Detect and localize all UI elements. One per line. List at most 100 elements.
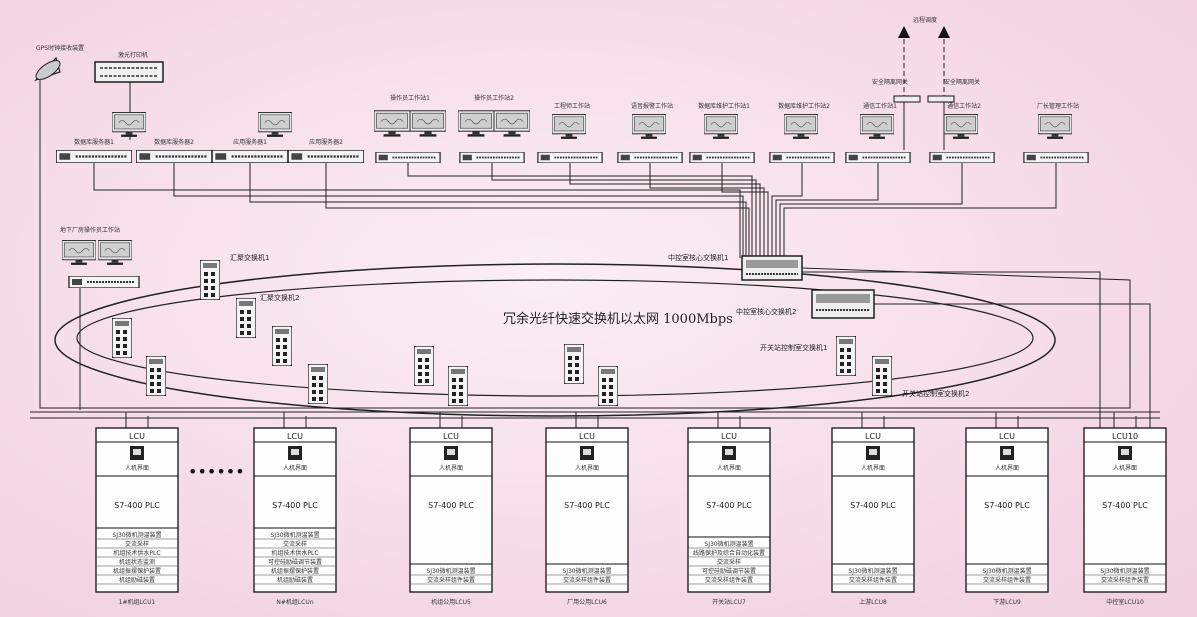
lcu-module-label: SJ30微机测温装置: [982, 567, 1031, 575]
lcu-module-label: 机组励磁装置: [277, 576, 313, 584]
workstation-label: 厂长管理工作站: [1037, 102, 1079, 110]
server-label: 数据库服务器1: [74, 138, 114, 146]
hmi-icon: [130, 446, 144, 460]
fiber-ring-outer: [54, 263, 1056, 417]
lcu-module-label: 机组状态监测: [119, 558, 155, 566]
access-switch-icon: [414, 346, 434, 386]
lcu-plc-label: S7-400 PLC: [1102, 501, 1148, 510]
workstation-label: 操作员工作站1: [390, 94, 430, 102]
lcu-module-label: 机组振摆保护装置: [113, 567, 161, 575]
lcu-hmi-label: 人机界面: [861, 464, 885, 472]
lcu-caption: 机组公用LCU5: [431, 598, 471, 606]
access-switch-icon: [272, 326, 292, 366]
lcu-caption: 上游LCU8: [859, 598, 887, 606]
lcu-plc-label: S7-400 PLC: [114, 501, 160, 510]
lcu-module-label: 机组技术供水PLC: [113, 549, 160, 557]
lcu-module-label: 交流采样组件装置: [983, 576, 1031, 584]
workstation-label: 语音报警工作站: [631, 102, 673, 110]
workstation-label: 工程师工作站: [554, 102, 590, 110]
workstation-label: 数据库维护工作站2: [778, 102, 830, 110]
lcu-title: LCU: [287, 432, 303, 441]
hmi-icon: [580, 446, 594, 460]
remote-workstation-label: 地下厂房操作员工作站: [60, 226, 120, 234]
fiber-ring-inner: [76, 279, 1034, 397]
lcu-module-label: SJ30微机测温装置: [562, 567, 611, 575]
workstation-label: 通信工作站1: [863, 102, 897, 110]
gps-receiver: GPS时钟接收装置: [34, 44, 84, 82]
lcu-module-label: 交流采样组件装置: [563, 576, 611, 584]
lcu-module-label: SJ30微机测温装置: [112, 531, 161, 539]
lcu-module-label: 可控硅励磁调节装置: [702, 567, 756, 575]
server-label: 应用服务器1: [233, 138, 267, 146]
server-1: 数据库服务器1: [56, 138, 132, 163]
lcu-module-label: 交流采样组件装置: [427, 576, 475, 584]
lcu-module-label: 机组励磁装置: [119, 576, 155, 584]
lcu-module-label: SJ30微机测温装置: [848, 567, 897, 575]
hmi-icon: [288, 446, 302, 460]
workstation-8: 通信工作站2: [928, 102, 996, 163]
workstation-3: 工程师工作站: [536, 102, 604, 163]
access-switch-icon: [872, 356, 892, 396]
gps-label: GPS时钟接收装置: [36, 44, 84, 52]
lcu-caption: 下游LCU9: [993, 598, 1021, 606]
lcu-plc-label: S7-400 PLC: [850, 501, 896, 510]
lcu-plc-label: S7-400 PLC: [564, 501, 610, 510]
access-switch-icon: [448, 366, 468, 406]
lcu-plc-label: S7-400 PLC: [706, 501, 752, 510]
substation-switch-1-label: 开关站控制室交换机1: [760, 343, 827, 352]
access-switch-icon: [598, 366, 618, 406]
ring-title: 冗余光纤快速交换机以太网 1000Mbps: [503, 311, 733, 327]
lcu-plc-label: S7-400 PLC: [428, 501, 474, 510]
workstation-label: 数据库维护工作站1: [698, 102, 750, 110]
lcu-module-label: SJ30微机测温装置: [1100, 567, 1149, 575]
access-switch-icon: [836, 336, 856, 376]
workstation-9: 厂长管理工作站: [1022, 102, 1090, 163]
workstation-5: 数据库维护工作站1: [688, 102, 756, 163]
workstation-label: 操作员工作站2: [474, 94, 514, 102]
server-label: 应用服务器2: [309, 138, 343, 146]
access-switch-icon: [236, 298, 256, 338]
lcu-module-label: 可控硅励磁调节装置: [268, 558, 322, 566]
lcu-hmi-label: 人机界面: [575, 464, 599, 472]
workstation-6: 数据库维护工作站2: [768, 102, 836, 163]
lcu-hmi-label: 人机界面: [717, 464, 741, 472]
lcu-title: LCU: [999, 432, 1015, 441]
wires-layer: [30, 80, 1160, 428]
workstation-1: 操作员工作站1: [374, 94, 446, 163]
remote-label: 远程调度: [913, 16, 937, 24]
agg-switch-2-label: 汇聚交换机2: [260, 293, 299, 302]
lcu-module-label: 交流采样: [283, 540, 307, 548]
lcu-plc-label: S7-400 PLC: [984, 501, 1030, 510]
laser-printer: 激光打印机: [94, 51, 164, 83]
core-switch-1-label: 中控室核心交换机1: [668, 253, 728, 262]
workstation-row: 操作员工作站1 操作员工作站2 工程师工作站 语音报警工作站 数据库维护工作站1 数据库维…: [374, 94, 1090, 163]
lcu-module-label: 交流采样组件装置: [1101, 576, 1149, 584]
server-3: 应用服务器1: [212, 111, 292, 163]
lcu-caption: 厂用公用LCU6: [567, 599, 607, 606]
server-2: 数据库服务器2: [112, 111, 212, 163]
lcu-hmi-label: 人机界面: [283, 464, 307, 472]
gateway-2-label: 安全隔离网关: [944, 78, 980, 86]
access-switch-icon: [146, 356, 166, 396]
access-switch-icon: [308, 364, 328, 404]
lcu-title: LCU: [443, 432, 459, 441]
hmi-icon: [444, 446, 458, 460]
substation-switch-2-label: 开关站控制室交换机2: [902, 389, 969, 398]
lcu-module-label: 交流采样组件装置: [849, 576, 897, 584]
lcu-module-label: 线路保护及综合自动化装置: [693, 549, 765, 557]
workstation-2: 操作员工作站2: [458, 94, 530, 163]
workstation-7: 通信工作站1: [844, 102, 912, 163]
lcu-module-label: 交流采样: [125, 540, 149, 548]
lcu-module-label: SJ30微机测温装置: [704, 540, 753, 548]
lcu-title: LCU: [721, 432, 737, 441]
lcu-hmi-label: 人机界面: [125, 464, 149, 472]
